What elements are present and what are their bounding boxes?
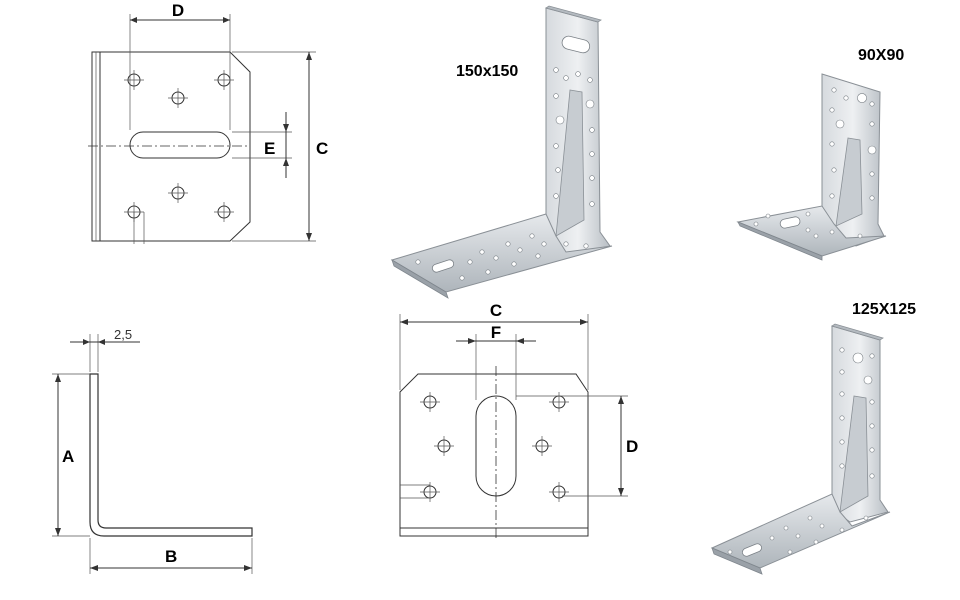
bottom-view-drawing: C F D <box>399 301 638 540</box>
front-view-drawing: D E C <box>88 1 328 244</box>
side-label-thickness: 2,5 <box>114 327 132 342</box>
front-label-c: C <box>316 139 328 158</box>
product-large-bracket: 150x150 <box>390 5 613 299</box>
front-slot <box>129 131 231 159</box>
bottom-label-c: C <box>490 301 502 320</box>
bottom-dim-c: C <box>399 301 589 390</box>
bottom-hole-crosshairs <box>400 392 569 502</box>
bottom-label-f: F <box>491 323 501 342</box>
side-dim-b: B <box>89 538 253 574</box>
front-dim-c: C <box>232 51 328 242</box>
product-medium-bracket: 125X125 <box>710 301 916 575</box>
front-hole-crosshairs <box>124 70 234 244</box>
product-label-150: 150x150 <box>456 63 518 80</box>
bottom-plate-base <box>399 527 589 537</box>
bottom-label-d: D <box>626 437 638 456</box>
side-dim-thickness: 2,5 <box>70 327 140 372</box>
side-profile <box>89 373 253 537</box>
front-dim-d: D <box>129 1 231 130</box>
bottom-dim-d: D <box>516 395 638 497</box>
side-label-b: B <box>165 547 177 566</box>
product-label-125: 125X125 <box>852 301 916 318</box>
product-label-90: 90X90 <box>858 47 904 64</box>
side-dim-a: A <box>52 373 90 537</box>
front-dim-e: E <box>232 112 292 178</box>
bottom-dim-f: F <box>456 323 536 400</box>
product-small-bracket: 90X90 <box>736 47 904 261</box>
front-label-e: E <box>264 139 275 158</box>
side-view-drawing: 2,5 A B <box>52 327 253 574</box>
front-label-d: D <box>172 1 184 20</box>
side-label-a: A <box>62 447 74 466</box>
